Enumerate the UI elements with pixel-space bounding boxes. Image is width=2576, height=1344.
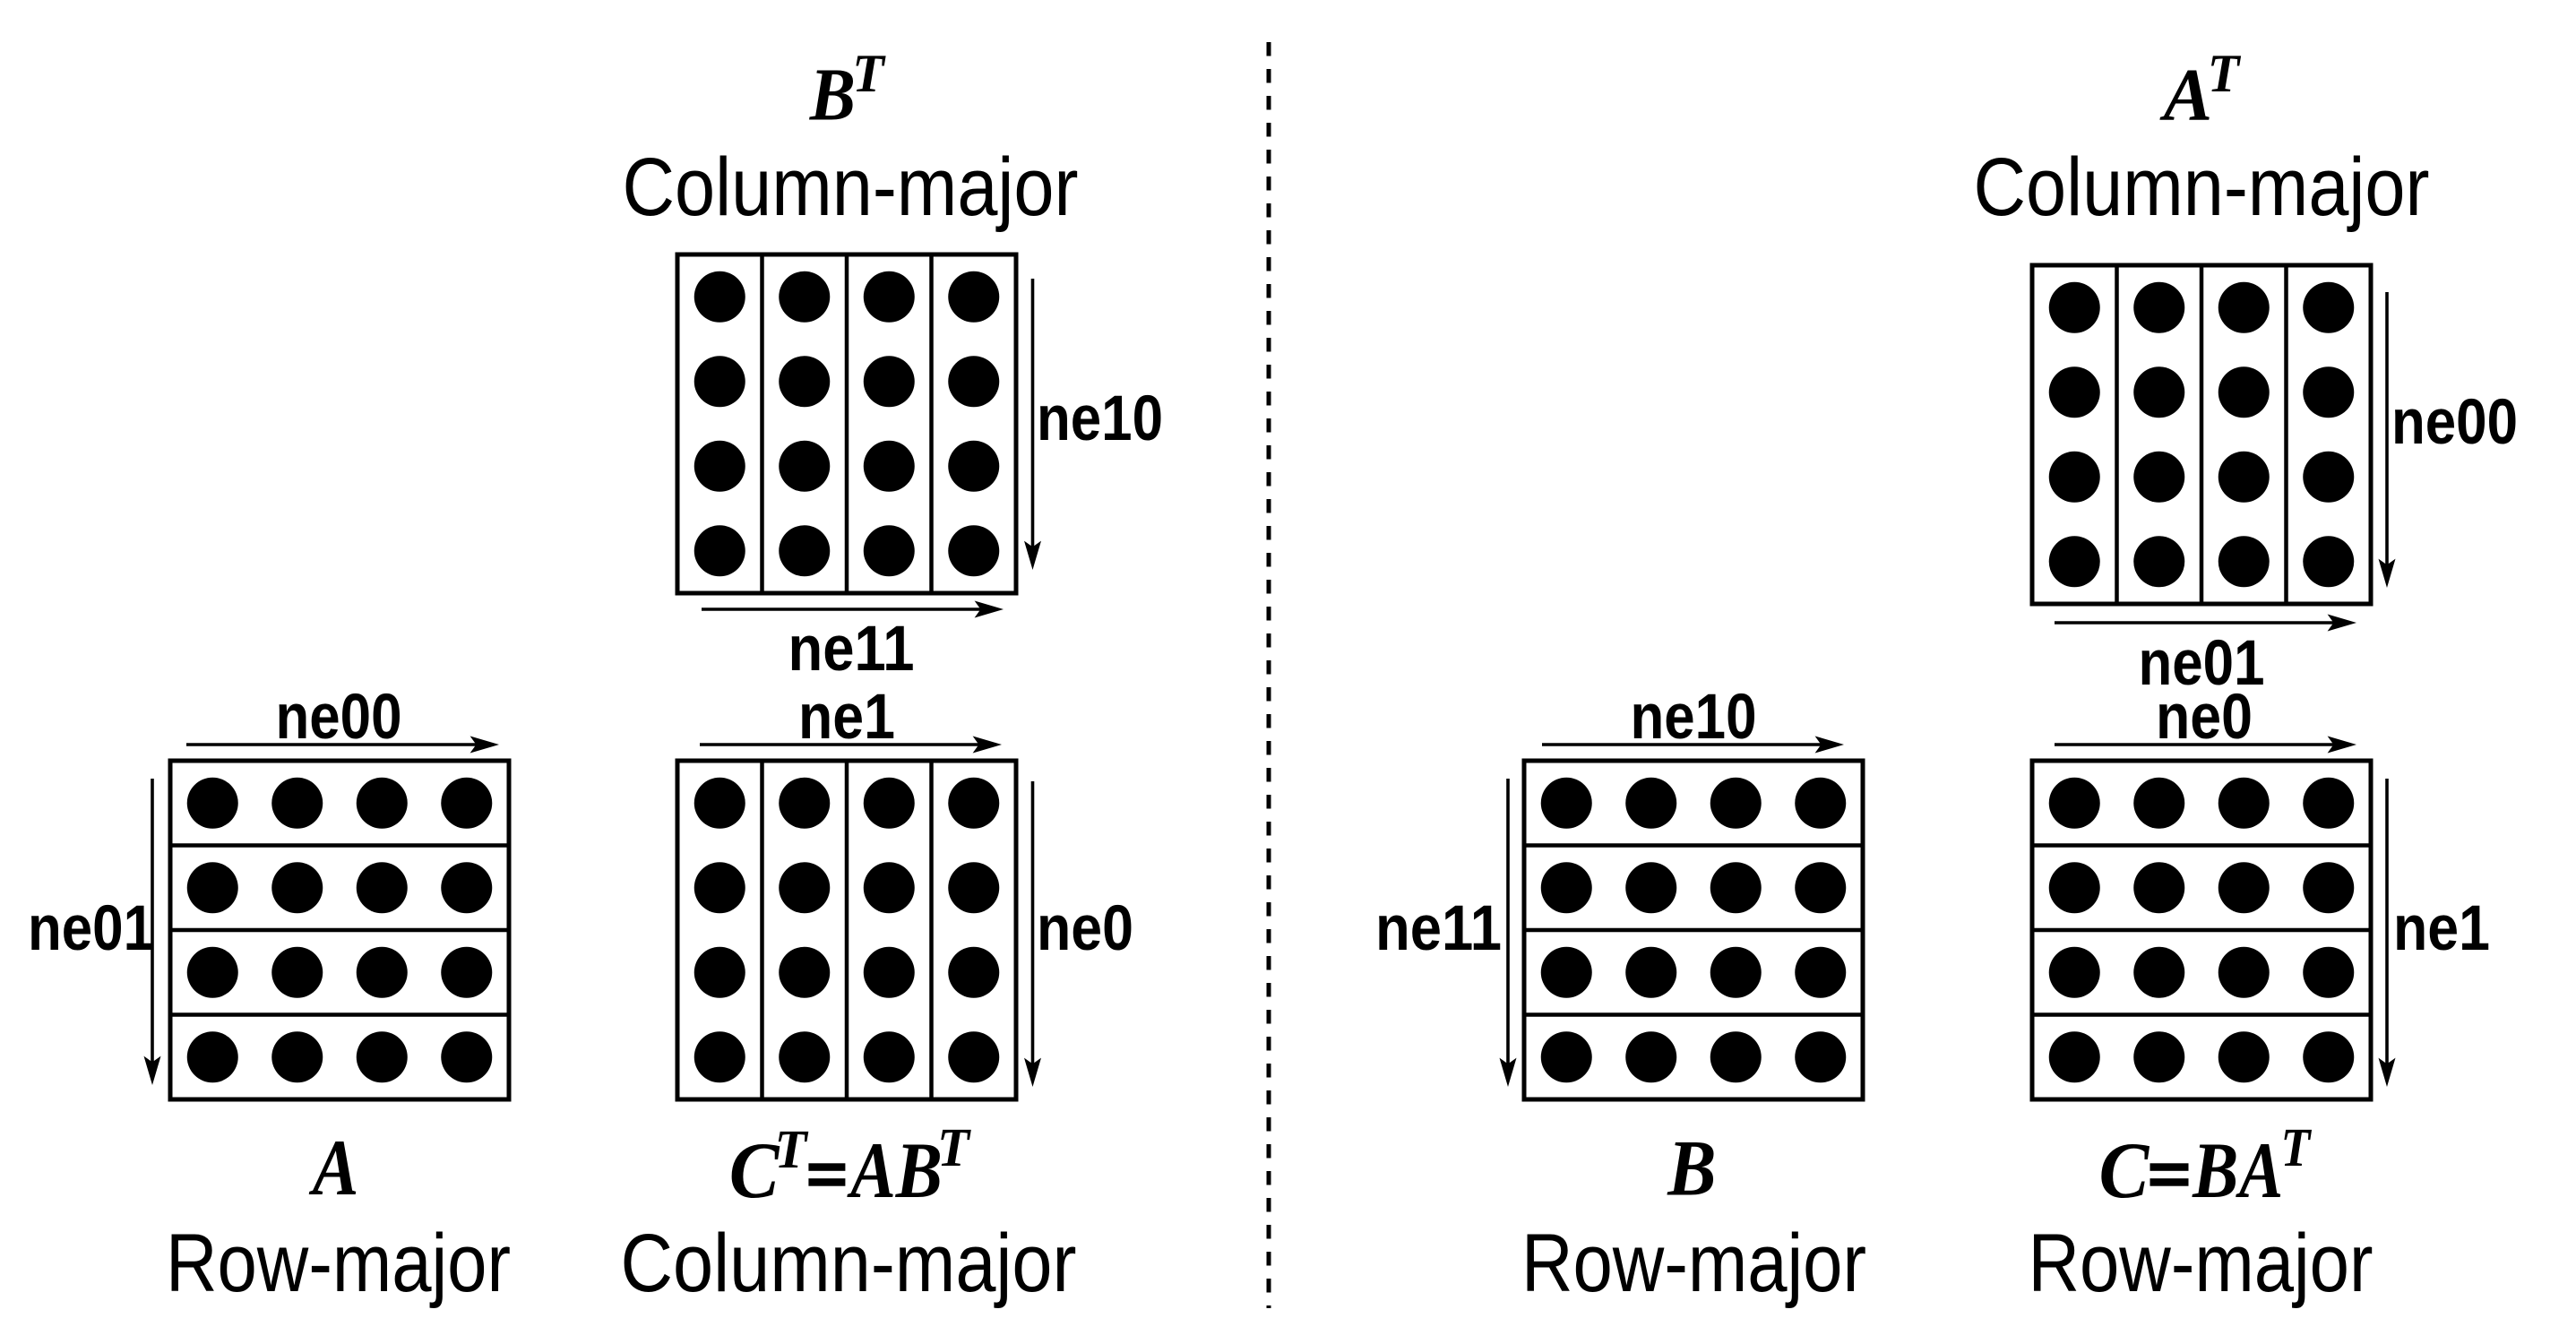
- svg-text:C: C: [729, 1127, 780, 1215]
- svg-text:ne11: ne11: [788, 614, 915, 685]
- svg-text:ne10: ne10: [1037, 383, 1163, 454]
- svg-text:Column-major: Column-major: [623, 142, 1079, 233]
- svg-text:A: A: [2236, 1127, 2283, 1215]
- svg-text:A: A: [2159, 54, 2212, 137]
- svg-text:ne01: ne01: [2139, 628, 2265, 699]
- svg-text:ne1: ne1: [2393, 893, 2490, 964]
- svg-text:B: B: [1667, 1125, 1716, 1213]
- svg-text:ne1: ne1: [798, 682, 895, 753]
- svg-text:ne00: ne00: [2391, 387, 2518, 458]
- svg-text:B: B: [895, 1127, 943, 1215]
- svg-text:Column-major: Column-major: [621, 1218, 1077, 1309]
- svg-text:Row-major: Row-major: [166, 1218, 511, 1309]
- svg-text:T: T: [937, 1118, 972, 1178]
- svg-text:Column-major: Column-major: [1974, 142, 2430, 233]
- svg-text:T: T: [775, 1120, 810, 1180]
- svg-text:ne10: ne10: [1631, 682, 1757, 753]
- svg-text:Row-major: Row-major: [2029, 1218, 2374, 1309]
- svg-text:ne01: ne01: [28, 893, 154, 964]
- svg-text:Row-major: Row-major: [1521, 1218, 1866, 1309]
- svg-text:T: T: [2281, 1118, 2313, 1178]
- svg-text:B: B: [809, 54, 856, 137]
- svg-text:ne00: ne00: [276, 682, 402, 753]
- svg-text:ne0: ne0: [2156, 682, 2253, 753]
- svg-text:B: B: [2192, 1127, 2238, 1215]
- svg-text:T: T: [2208, 44, 2242, 103]
- svg-text:A: A: [308, 1124, 358, 1212]
- svg-text:ne0: ne0: [1037, 893, 1133, 964]
- svg-text:ne11: ne11: [1375, 893, 1502, 964]
- svg-text:T: T: [852, 44, 886, 103]
- svg-text:A: A: [847, 1127, 896, 1215]
- svg-text:C: C: [2099, 1127, 2150, 1215]
